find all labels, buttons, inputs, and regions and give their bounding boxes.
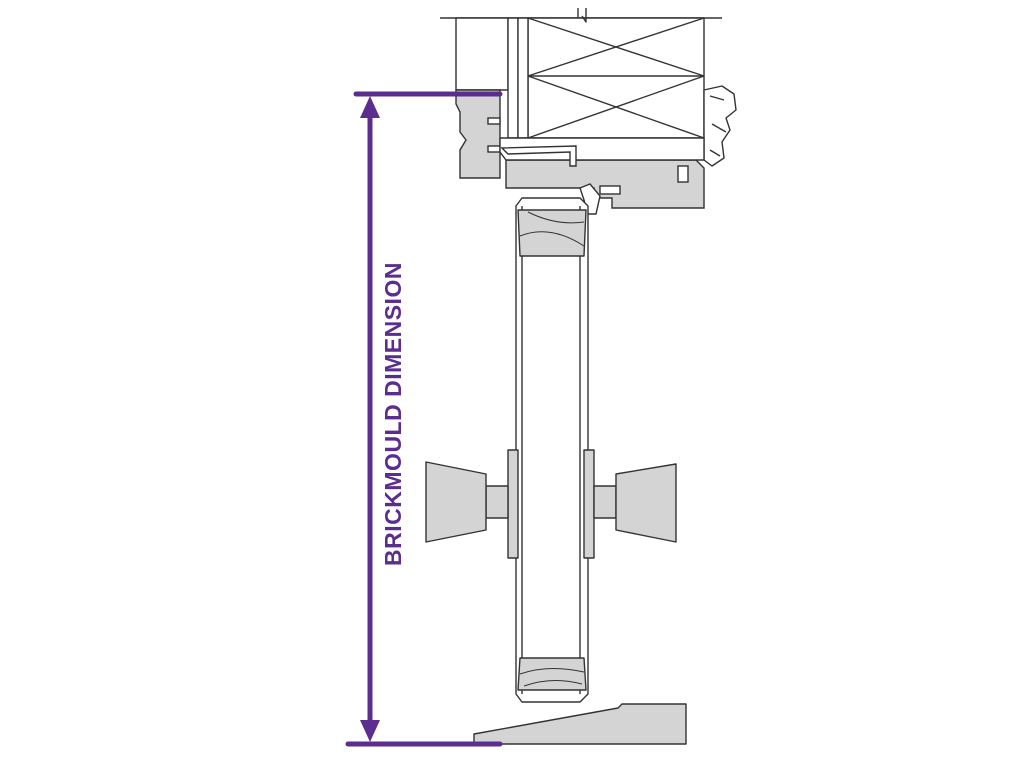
weatherstrip-bulb: [579, 183, 601, 215]
lock-spindle-right: [593, 485, 617, 519]
jamb-body: [505, 159, 705, 209]
sheathing-board: [507, 17, 519, 139]
wood-grain: [519, 667, 585, 687]
sheathing-board: [455, 17, 509, 91]
casing-profile: [709, 95, 727, 157]
brickmould-slot: [487, 117, 501, 125]
dimension-label: BRICKMOULD DIMENSION: [380, 262, 406, 566]
brickmould-dimension: BRICKMOULD DIMENSION: [345, 91, 503, 747]
wood-grain: [519, 211, 585, 247]
lock-spindle-left: [485, 485, 509, 519]
knob-exterior: [425, 461, 487, 543]
threshold: [473, 703, 687, 745]
door-slab: [515, 197, 589, 703]
door-core-line: [521, 206, 581, 694]
jamb-stop-slot: [599, 185, 621, 195]
weatherstrip: [500, 145, 577, 167]
head-jamb: [499, 137, 705, 215]
header-stud: [527, 17, 705, 139]
lockset: [425, 449, 677, 559]
jamb-slot: [677, 165, 689, 183]
threshold-profile: [473, 703, 687, 745]
door-skin: [515, 197, 589, 703]
dimension-arrow-top: [360, 96, 380, 118]
interior-casing: [703, 85, 737, 167]
lock-rose-right: [583, 449, 595, 559]
lock-rose-left: [507, 449, 519, 559]
break-symbol: [577, 8, 587, 23]
brickmould-profile: [455, 89, 501, 179]
stud-cross-line: [527, 75, 705, 139]
bottom-rail: [517, 657, 587, 691]
stud-cross-line: [527, 17, 705, 77]
knob-interior: [615, 463, 677, 543]
sheathing-board: [517, 17, 529, 139]
brickmould: [455, 89, 501, 179]
brickmould-slot: [487, 145, 501, 153]
dimension-arrow-bottom: [360, 720, 380, 742]
jamb-inner: [499, 137, 705, 161]
